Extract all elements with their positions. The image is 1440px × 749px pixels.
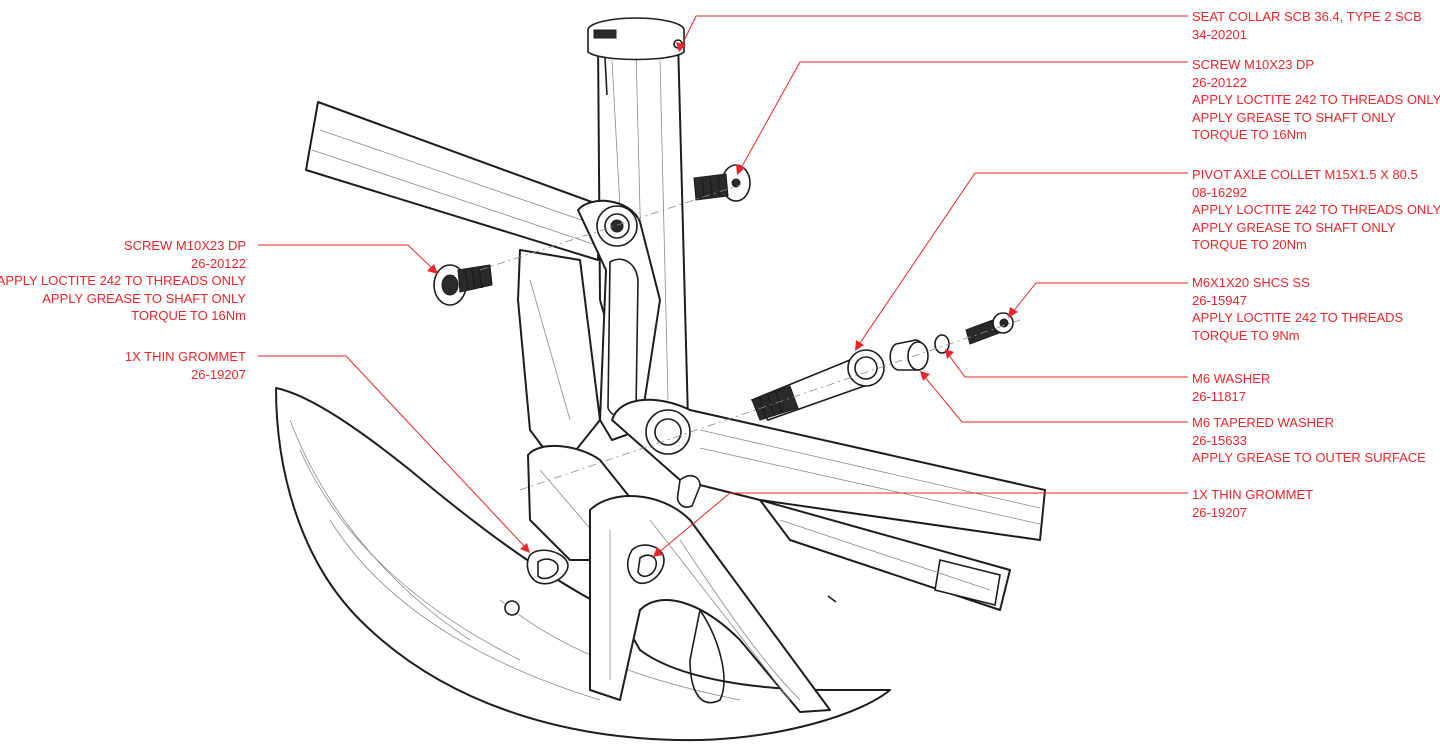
callout-line: SCREW M10X23 DP — [1192, 57, 1315, 72]
callout-line: SEAT COLLAR SCB 36.4, TYPE 2 SCB — [1192, 9, 1422, 24]
callout-line: APPLY GREASE TO SHAFT ONLY — [1192, 219, 1396, 235]
callout-line: 26-19207 — [1192, 504, 1247, 520]
callout-grommet-left: 1X THIN GROMMET 26-19207 — [125, 348, 246, 383]
callout-m6-tapered-washer: M6 TAPERED WASHER 26-15633 APPLY GREASE … — [1192, 414, 1426, 467]
callout-line: 1X THIN GROMMET — [124, 349, 246, 364]
callout-screw-right: SCREW M10X23 DP 26-20122 APPLY LOCTITE 2… — [1192, 56, 1440, 144]
lower-guard — [275, 387, 891, 742]
callout-line: SCREW M10X23 DP — [123, 238, 246, 253]
callout-line: 26-15633 — [1192, 432, 1247, 448]
callout-line: APPLY LOCTITE 242 TO THREADS ONLY — [0, 273, 246, 289]
callout-line: M6 TAPERED WASHER — [1192, 415, 1335, 430]
shock-link — [517, 249, 601, 471]
callout-m6-shcs: M6X1X20 SHCS SS 26-15947 APPLY LOCTITE 2… — [1192, 274, 1403, 344]
callout-line: APPLY LOCTITE 242 TO THREADS ONLY — [1192, 92, 1440, 108]
callout-grommet-right: 1X THIN GROMMET 26-19207 — [1192, 486, 1313, 521]
callout-pivot-axle: PIVOT AXLE COLLET M15X1.5 X 80.5 08-1629… — [1192, 166, 1440, 254]
callout-line: M6X1X20 SHCS SS — [1192, 275, 1310, 290]
screw-right-part — [693, 164, 751, 202]
callout-line: 26-20122 — [191, 255, 246, 271]
leader-lines — [258, 15, 1188, 557]
pivot-axle-part — [750, 349, 885, 421]
grommet-left — [526, 549, 569, 585]
callout-line: APPLY GREASE TO SHAFT ONLY — [42, 290, 246, 306]
m6-shcs-part — [965, 312, 1014, 345]
screw-left-part — [433, 264, 493, 306]
top-tube — [305, 101, 601, 261]
callout-line: TORQUE TO 20Nm — [1192, 237, 1307, 253]
callout-line: 26-20122 — [1192, 74, 1247, 90]
tapered-washer-part — [889, 339, 929, 371]
callout-line: 26-19207 — [191, 366, 246, 382]
callout-line: APPLY GREASE TO SHAFT ONLY — [1192, 109, 1396, 125]
callout-line: PIVOT AXLE COLLET M15X1.5 X 80.5 — [1192, 167, 1418, 182]
callout-line: 08-16292 — [1192, 184, 1247, 200]
callout-line: 1X THIN GROMMET — [1192, 487, 1314, 502]
callout-line: APPLY GREASE TO OUTER SURFACE — [1192, 450, 1426, 466]
callout-line: TORQUE TO 16Nm — [1192, 127, 1307, 143]
callout-line: 26-11817 — [1192, 388, 1246, 404]
callout-line: TORQUE TO 16Nm — [131, 308, 246, 324]
callout-seat-collar: SEAT COLLAR SCB 36.4, TYPE 2 SCB 34-2020… — [1192, 8, 1422, 43]
callout-line: APPLY LOCTITE 242 TO THREADS — [1192, 310, 1404, 326]
callout-line: M6 WASHER — [1192, 371, 1271, 386]
callout-line: 34-20201 — [1192, 26, 1247, 42]
callout-screw-left: SCREW M10X23 DP 26-20122 APPLY LOCTITE 2… — [0, 237, 246, 325]
callout-line: APPLY LOCTITE 242 TO THREADS ONLY — [1192, 202, 1440, 218]
callout-line: TORQUE TO 9Nm — [1192, 327, 1300, 343]
callout-m6-washer: M6 WASHER 26-11817 — [1192, 370, 1270, 405]
callout-line: 26-15947 — [1192, 292, 1247, 308]
